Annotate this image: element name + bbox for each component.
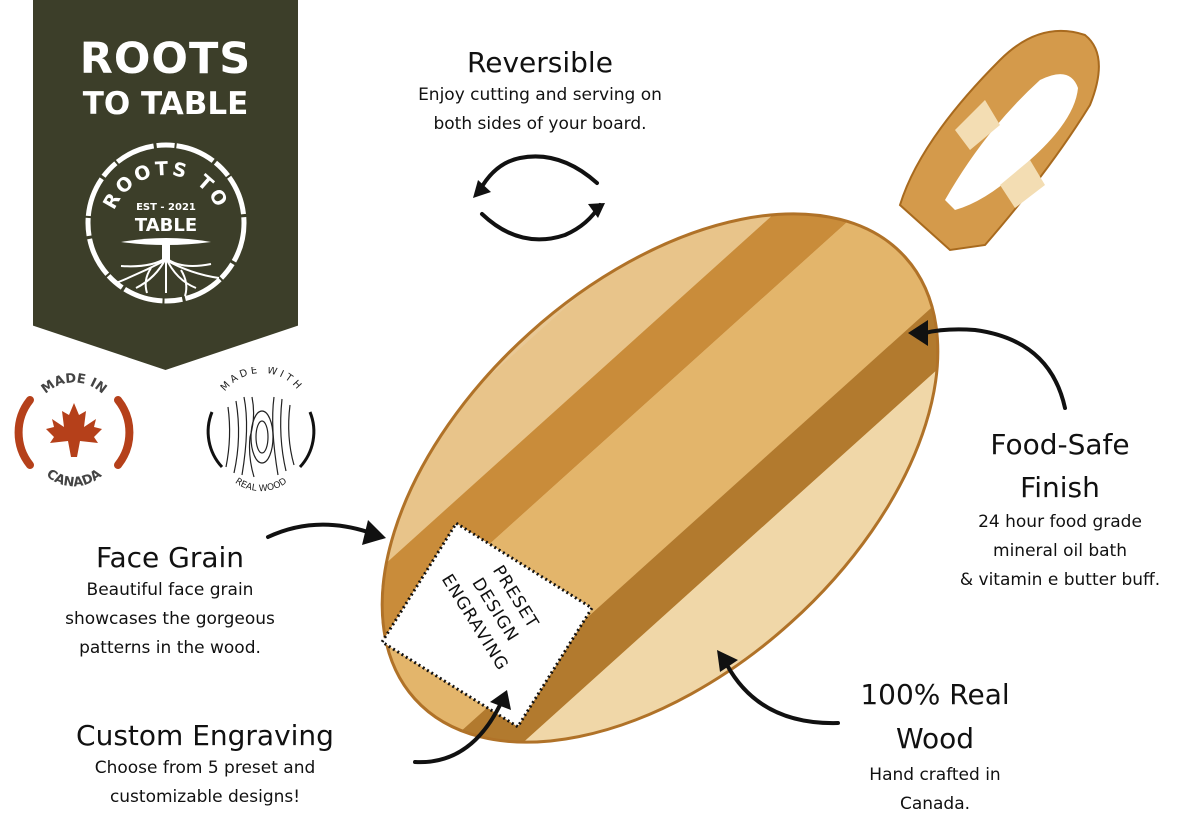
feature-real-wood: 100% Real Wood Hand crafted in Canada. — [820, 673, 1050, 819]
feature-title: Finish — [1020, 471, 1100, 504]
brand-title-line1: ROOTS — [79, 34, 252, 84]
feature-face-grain: Face Grain Beautiful face grain showcase… — [25, 540, 315, 663]
board-handle — [898, 29, 1100, 252]
feature-desc-line: showcases the gorgeous — [65, 609, 275, 629]
feature-food-safe: Food-Safe Finish 24 hour food grade mine… — [925, 422, 1195, 595]
feature-title: Food-Safe — [990, 428, 1130, 461]
feature-desc-line: Enjoy cutting and serving on — [418, 85, 662, 105]
feature-title: Wood — [895, 722, 975, 755]
feature-title: Face Grain — [95, 541, 245, 574]
feature-desc-line: Hand crafted in — [869, 765, 1001, 785]
feature-desc-line: mineral oil bath — [993, 541, 1127, 561]
curved-arrow-icon — [266, 327, 1067, 765]
roots-seal-icon: ROOTS TO EST - 2021 TABLE — [85, 142, 247, 304]
feature-desc-line: 24 hour food grade — [978, 512, 1142, 532]
feature-desc-line: Choose from 5 preset and — [94, 758, 316, 778]
feature-title: Custom Engraving — [76, 719, 334, 752]
feature-desc-line: Canada. — [899, 794, 971, 814]
svg-text:EST - 2021: EST - 2021 — [136, 202, 196, 213]
feature-title: Reversible — [467, 46, 613, 79]
svg-text:TABLE: TABLE — [135, 215, 197, 236]
feature-desc-line: patterns in the wood. — [79, 638, 261, 658]
engraving-box — [379, 521, 595, 729]
wood-grain-icon — [225, 396, 295, 478]
brand-banner: ROOTS TO TABLE ROOTS TO EST - 2021 TABLE — [33, 0, 298, 370]
feature-custom-engraving: Custom Engraving Choose from 5 preset an… — [45, 718, 365, 812]
feature-reversible: Reversible Enjoy cutting and serving on … — [370, 45, 710, 139]
made-in-canada-badge: MADE IN CANADA — [14, 371, 134, 490]
brand-title-line2: TO TABLE — [82, 86, 249, 122]
made-with-real-wood-badge: MADE WITH REAL WOOD — [206, 367, 316, 492]
svg-text:CANADA: CANADA — [43, 467, 104, 490]
feature-desc-line: & vitamin e butter buff. — [959, 570, 1161, 590]
feature-title: 100% Real — [860, 678, 1010, 711]
feature-desc-line: Beautiful face grain — [86, 580, 254, 600]
maple-leaf-icon — [46, 403, 102, 457]
feature-desc-line: customizable designs! — [109, 787, 301, 807]
swap-arrows-icon — [478, 154, 602, 242]
feature-desc-line: both sides of your board. — [433, 114, 647, 134]
